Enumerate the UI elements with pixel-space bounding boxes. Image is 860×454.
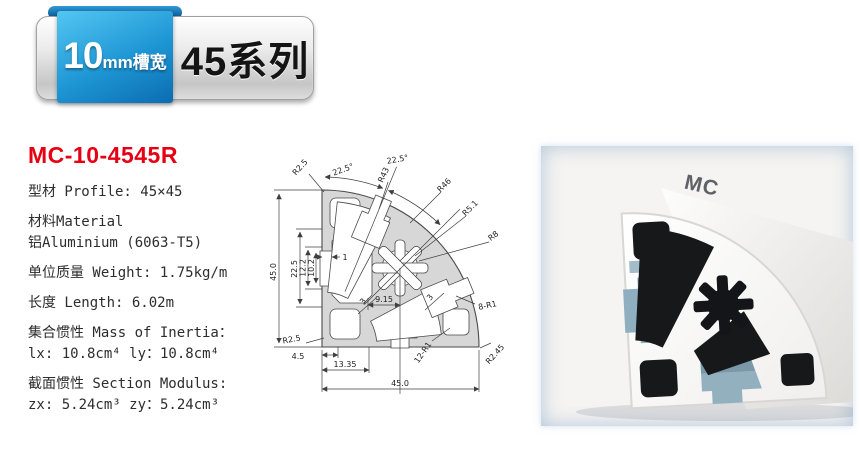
dimension-lines (274, 166, 492, 394)
dim-1: 1 (342, 253, 347, 262)
model-number: MC-10-4545R (28, 142, 178, 168)
dim-10-2: 10.2 (307, 259, 316, 277)
ground-shadow (576, 403, 860, 421)
dim-9-15: 9.15 (375, 295, 393, 304)
arc-t-slot-2 (420, 277, 475, 319)
dim-r43: R43 (376, 166, 391, 184)
slot-width-number: 10 (63, 35, 103, 76)
dim-13-35: 13.35 (334, 360, 357, 369)
dim-r2-5-top: R2.5 (291, 158, 310, 178)
profile-face: MC (620, 171, 828, 410)
spec-weight: 单位质量 Weight: 1.75kg/m (28, 265, 228, 281)
slot-width-text: 10mm槽宽 (57, 35, 173, 77)
dim-r2-5-bottom: R2.5 (282, 334, 302, 346)
spec-inertia-values: lx: 10.8cm⁴ ly：10.8cm⁴ (28, 346, 220, 362)
spec-material-label: 材料Material (28, 214, 124, 230)
photo-cavity-bottom-right (780, 352, 815, 387)
photo-cavity-bottom-left (639, 359, 678, 398)
dim-r5-1: R5.1 (461, 199, 480, 218)
spec-modulus-values: zx: 5.24cm³ zy：5.24cm³ (28, 397, 220, 413)
cross-section-drawing: 45.0 22.5 12.2 10.2 1 22.5° 22.5° R2.5 R… (269, 153, 506, 394)
product-photo: MC (541, 146, 860, 426)
dim-r46: R46 (435, 176, 453, 194)
photo-render: MC (576, 171, 860, 421)
dim-22-5: 22.5 (290, 260, 299, 278)
dim-web-3b: 3 (425, 293, 435, 303)
photo-cavity-arc-upper (635, 227, 714, 348)
dim-r8: R8 (486, 229, 500, 243)
dim-angle-1: 22.5° (331, 162, 355, 178)
slot-width-ribbon: 10mm槽宽 (48, 6, 182, 103)
spec-material-value: 铝Aluminium (6063-T5) (28, 235, 203, 251)
dim-8-r1: 8-R1 (477, 299, 497, 312)
spec-inertia-label: 集合惯性 Mass of Inertia： (28, 325, 233, 341)
dim-12-2: 12.2 (299, 259, 308, 277)
dim-4-5: 4.5 (292, 352, 305, 361)
dim-height-45: 45.0 (269, 263, 278, 281)
series-label: 45系列 (180, 40, 310, 84)
series-badge: 45系列 10mm槽宽 (36, 6, 314, 103)
dim-width-45: 45.0 (391, 379, 409, 388)
dim-angle-2: 22.5° (386, 153, 409, 166)
spec-panel: MC-10-4545R 型材 Profile: 45×45 材料Material… (28, 142, 263, 416)
dim-r2-45: R2.45 (484, 343, 506, 366)
photo-gear-bore (693, 275, 754, 336)
spec-profile: 型材 Profile: 45×45 (28, 184, 183, 200)
cavity-bottom-right (442, 308, 470, 336)
slot-width-unit: mm槽宽 (102, 53, 167, 72)
photo-cavity-arc-lower (693, 311, 771, 376)
spec-modulus-label: 截面惯性 Section Modulus: (28, 376, 228, 392)
spec-length: 长度 Length: 6.02m (28, 295, 175, 311)
cavity-bottom-left (329, 308, 361, 340)
dim-web-3a: 3 (358, 297, 368, 307)
